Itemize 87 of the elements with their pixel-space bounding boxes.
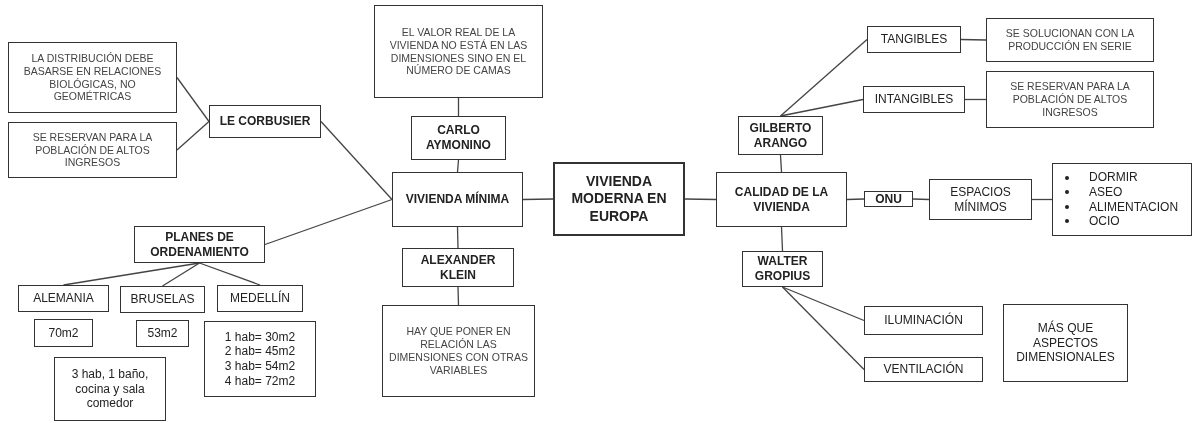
item-text: 70m2 xyxy=(48,325,79,341)
item-text: BRUSELAS xyxy=(130,292,195,307)
note-text: SE SOLUCIONAN CON LA PRODUCCIÓN EN SERIE xyxy=(1004,27,1136,53)
connector-line xyxy=(964,98,987,101)
note-text: LA DISTRIBUCIÓN DEBE BASARSE EN RELACIONES BIOLÓGICAS, NO GEOMÉTRICAS xyxy=(22,51,163,104)
concept-text: CARLO AYMONINO xyxy=(425,123,492,153)
connector-line xyxy=(1031,198,1053,201)
item-text: TANGIBLES xyxy=(880,32,948,47)
concept-text: ALEXANDER KLEIN xyxy=(419,252,497,283)
item-box xyxy=(120,286,205,313)
note-text: HAY QUE PONER EN RELACIÓN LAS DIMENSIONES CON OTRAS VARIABLES xyxy=(388,325,529,377)
concept-box xyxy=(716,172,847,227)
list-item: ALIMENTACION xyxy=(1089,199,1179,215)
item-text: ESPACIOS MÍNIMOS xyxy=(949,184,1012,215)
item-box xyxy=(18,285,109,312)
connector-line xyxy=(780,226,784,252)
concept-box xyxy=(738,116,823,155)
note-box xyxy=(8,122,177,178)
note-box xyxy=(8,42,177,113)
item-text: INTANGIBLES xyxy=(874,92,954,107)
connector-line xyxy=(456,159,460,173)
item-text: 4 hab= 72m2 xyxy=(224,373,296,389)
central-topic-box xyxy=(553,162,685,236)
note-box xyxy=(382,305,535,397)
connector-line xyxy=(684,198,717,201)
item-text: 1 hab= 30m2 xyxy=(224,329,296,345)
item-box xyxy=(867,26,961,53)
item-box xyxy=(136,320,189,347)
list-item: OCIO xyxy=(1089,214,1120,229)
item-box xyxy=(204,321,316,397)
note-box xyxy=(986,18,1154,62)
concept-text: LE CORBUSIER xyxy=(219,114,311,129)
item-text: ALEMANIA xyxy=(33,291,94,306)
connector-line xyxy=(960,38,987,41)
item-box xyxy=(217,285,303,312)
concept-box xyxy=(864,191,913,207)
connector-line xyxy=(264,198,393,246)
connector-line xyxy=(320,120,393,201)
connector-line xyxy=(779,38,868,117)
connector-line xyxy=(912,198,930,201)
concept-text: GILBERTO ARANGO xyxy=(748,120,813,151)
item-text: MÁS QUE ASPECTOS DIMENSIONALES xyxy=(1015,321,1116,365)
concept-text: VIVIENDA MÍNIMA xyxy=(405,192,510,207)
item-box xyxy=(863,86,965,113)
item-box xyxy=(864,306,983,335)
item-box xyxy=(929,179,1032,220)
item-text: MEDELLÍN xyxy=(230,291,290,306)
item-text: ILUMINACIÓN xyxy=(884,313,963,328)
item-text: VENTILACIÓN xyxy=(883,362,964,377)
item-box xyxy=(34,319,93,347)
item-text: 3 hab= 54m2 xyxy=(224,359,296,374)
concept-box xyxy=(209,105,321,138)
item-text: 3 hab, 1 baño, cocina y sala comedor xyxy=(70,367,150,411)
list-box xyxy=(1052,163,1192,236)
concept-box xyxy=(742,251,823,287)
connector-line xyxy=(176,76,210,123)
connector-line xyxy=(846,198,865,201)
connector-line xyxy=(781,286,865,322)
note-text: SE RESERVAN PARA LA POBLACIÓN DE ALTOS INGRESOS xyxy=(1009,80,1131,119)
concept-text: ONU xyxy=(875,191,902,207)
connector-line xyxy=(457,286,460,306)
item-box xyxy=(1003,304,1128,382)
note-text: SE RESERVAN PARA LA POBLACIÓN DE ALTOS INGRESOS xyxy=(31,130,154,170)
concept-text: CALIDAD DE LA VIVIENDA xyxy=(733,184,830,215)
concept-text: PLANES DE ORDENAMIENTO xyxy=(149,229,250,260)
concept-box xyxy=(392,172,523,227)
note-box xyxy=(374,5,543,98)
list-item: DORMIR xyxy=(1089,170,1138,185)
connector-line xyxy=(456,226,459,249)
concept-box xyxy=(134,226,265,263)
item-box xyxy=(54,357,166,421)
concept-text: WALTER GROPIUS xyxy=(753,254,812,284)
list-item: ASEO xyxy=(1089,184,1123,200)
connector-line xyxy=(176,120,210,151)
concept-box xyxy=(411,116,506,160)
connector-line xyxy=(779,154,783,173)
note-box xyxy=(986,71,1154,128)
item-box xyxy=(864,357,983,382)
connector-line xyxy=(198,262,261,286)
connector-line xyxy=(781,286,865,371)
connector-line xyxy=(522,198,554,201)
concept-box xyxy=(402,248,514,287)
item-text: 53m2 xyxy=(147,326,178,341)
note-text: EL VALOR REAL DE LA VIVIENDA NO ESTÁ EN LAS DIMENSIONES SINO EN EL NÚMERO DE CAMAS xyxy=(388,25,529,78)
topic-text: VIVIENDA MODERNA EN EUROPA xyxy=(570,173,668,225)
connector-line xyxy=(161,262,201,287)
item-text: 2 hab= 45m2 xyxy=(224,344,296,359)
